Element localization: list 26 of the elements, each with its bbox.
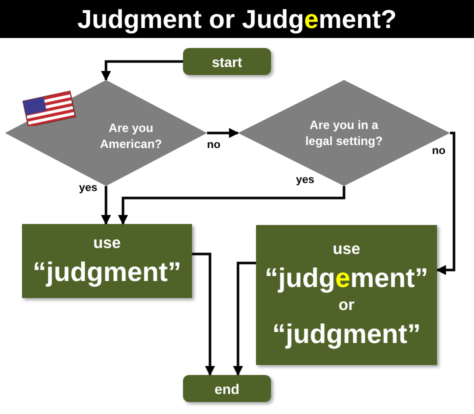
arrow	[192, 252, 215, 376]
arrow	[118, 186, 346, 225]
instruction-text: use	[93, 234, 121, 254]
process-box	[22, 224, 192, 298]
word-choice: “judgment”	[272, 318, 421, 351]
edge-label: no	[431, 146, 446, 157]
terminal-box	[183, 375, 271, 402]
word-choice: “judgement”	[264, 262, 428, 295]
question-text: Are you in a legal setting?	[304, 117, 384, 149]
instruction-text: or	[338, 296, 354, 316]
terminal-box	[183, 48, 271, 75]
question-text: Are you American?	[98, 120, 164, 152]
edge-label: no	[206, 140, 222, 151]
arrow	[207, 128, 239, 138]
process-box	[256, 225, 437, 365]
arrow	[101, 186, 111, 225]
arrow	[436, 132, 456, 275]
instruction-text: use	[332, 240, 360, 260]
arrow	[101, 60, 183, 81]
edge-label: yes	[295, 175, 316, 186]
edge-label: yes	[78, 183, 98, 194]
terminal-label: end	[214, 382, 240, 396]
arrow	[233, 262, 256, 376]
word-choice: “judgment”	[32, 256, 182, 289]
title: Judgment or Judgement?	[77, 6, 397, 32]
terminal-label: start	[212, 54, 242, 68]
